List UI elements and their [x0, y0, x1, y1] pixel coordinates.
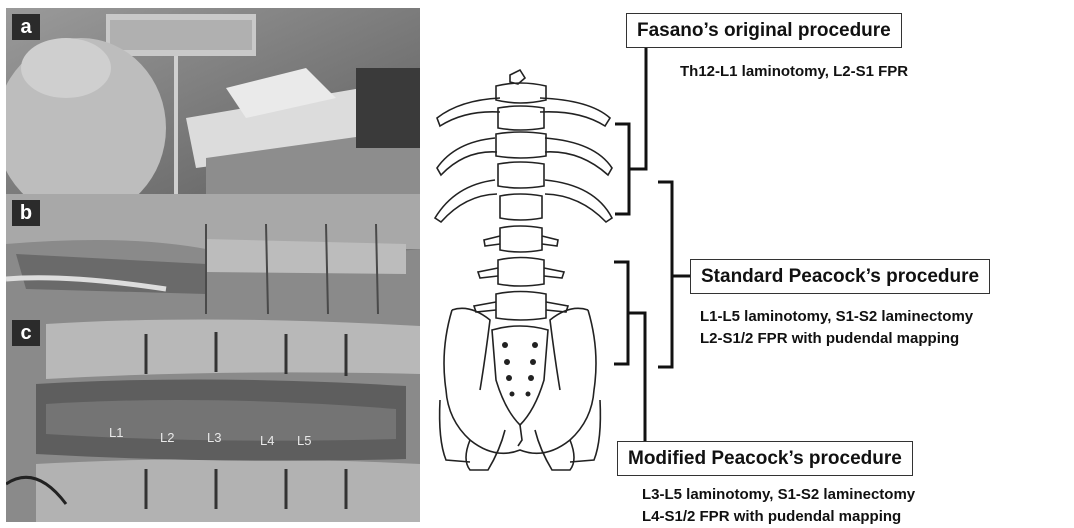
modified-detail-line: L3-L5 laminotomy, S1-S2 laminectomy: [642, 484, 915, 506]
fasano-detail-line: Th12-L1 laminotomy, L2-S1 FPR: [680, 61, 908, 83]
fasano-procedure-box: Fasano’s original procedure: [626, 13, 902, 48]
bracket-standard: [658, 182, 672, 367]
sacral-foramina: [502, 342, 538, 397]
connector-fasano: [628, 30, 646, 169]
standard-procedure-details: L1-L5 laminotomy, S1-S2 laminectomy L2-S…: [700, 306, 973, 350]
connector-modified: [628, 313, 645, 455]
fasano-procedure-details: Th12-L1 laminotomy, L2-S1 FPR: [680, 61, 908, 83]
modified-procedure-box: Modified Peacock’s procedure: [617, 441, 913, 476]
modified-detail-line: L4-S1/2 FPR with pudendal mapping: [642, 506, 915, 528]
bracket-modified: [614, 262, 628, 364]
standard-detail-line: L1-L5 laminotomy, S1-S2 laminectomy: [700, 306, 973, 328]
modified-procedure-details: L3-L5 laminotomy, S1-S2 laminectomy L4-S…: [642, 484, 915, 528]
bracket-lines: [614, 30, 690, 455]
standard-detail-line: L2-S1/2 FPR with pudendal mapping: [700, 328, 973, 350]
spine-drawing: [435, 70, 612, 470]
standard-procedure-box: Standard Peacock’s procedure: [690, 259, 990, 294]
bracket-fasano: [615, 124, 629, 214]
